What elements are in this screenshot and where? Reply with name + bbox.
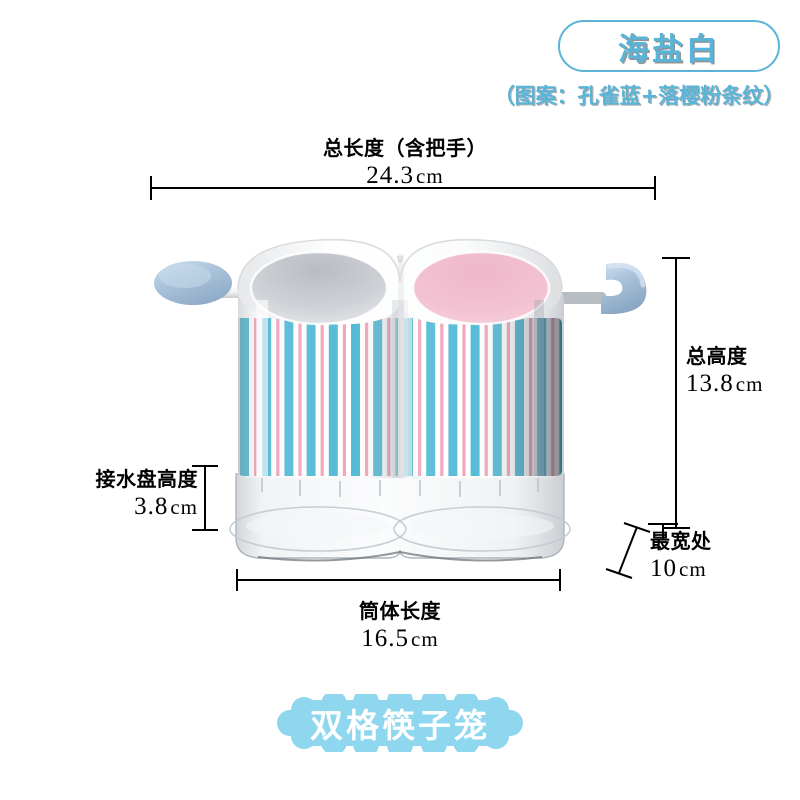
cloud-shape-icon [277,688,523,758]
label-total-length: 总长度（含把手） 24.3cm [250,136,560,190]
compartment-right-interior [413,252,549,324]
label-widest: 最宽处 10cm [650,529,770,583]
value-body-length: 16.5cm [361,624,439,652]
product-title-label: 双格筷子笼 [310,706,490,745]
pattern-description-label: （图案：孔雀蓝+落樱粉条纹） [493,84,785,108]
compartment-left-interior [251,252,387,324]
color-name-label: 海盐白 [618,31,720,68]
label-body-length: 筒体长度 16.5cm [245,599,555,653]
dimension-line-tray-height [192,465,218,531]
value-widest: 10cm [650,554,707,582]
product-body [237,238,564,478]
value-tray-height: 3.8cm [134,492,198,520]
product-title-badge: 双格筷子笼 [276,688,524,758]
label-tray-height: 接水盘高度 3.8cm [48,467,198,521]
dimension-line-body-length [236,569,561,591]
value-total-height: 13.8cm [686,369,764,397]
value-total-length: 24.3cm [366,161,444,189]
dimension-line-widest [605,522,678,579]
label-total-height: 总高度 13.8cm [686,344,796,398]
dimension-line-total-length [150,176,656,200]
stripe-band-right [400,318,562,476]
color-name-badge: 海盐白 [558,20,780,72]
handle-left [154,261,265,305]
dimension-line-total-height [662,257,690,529]
